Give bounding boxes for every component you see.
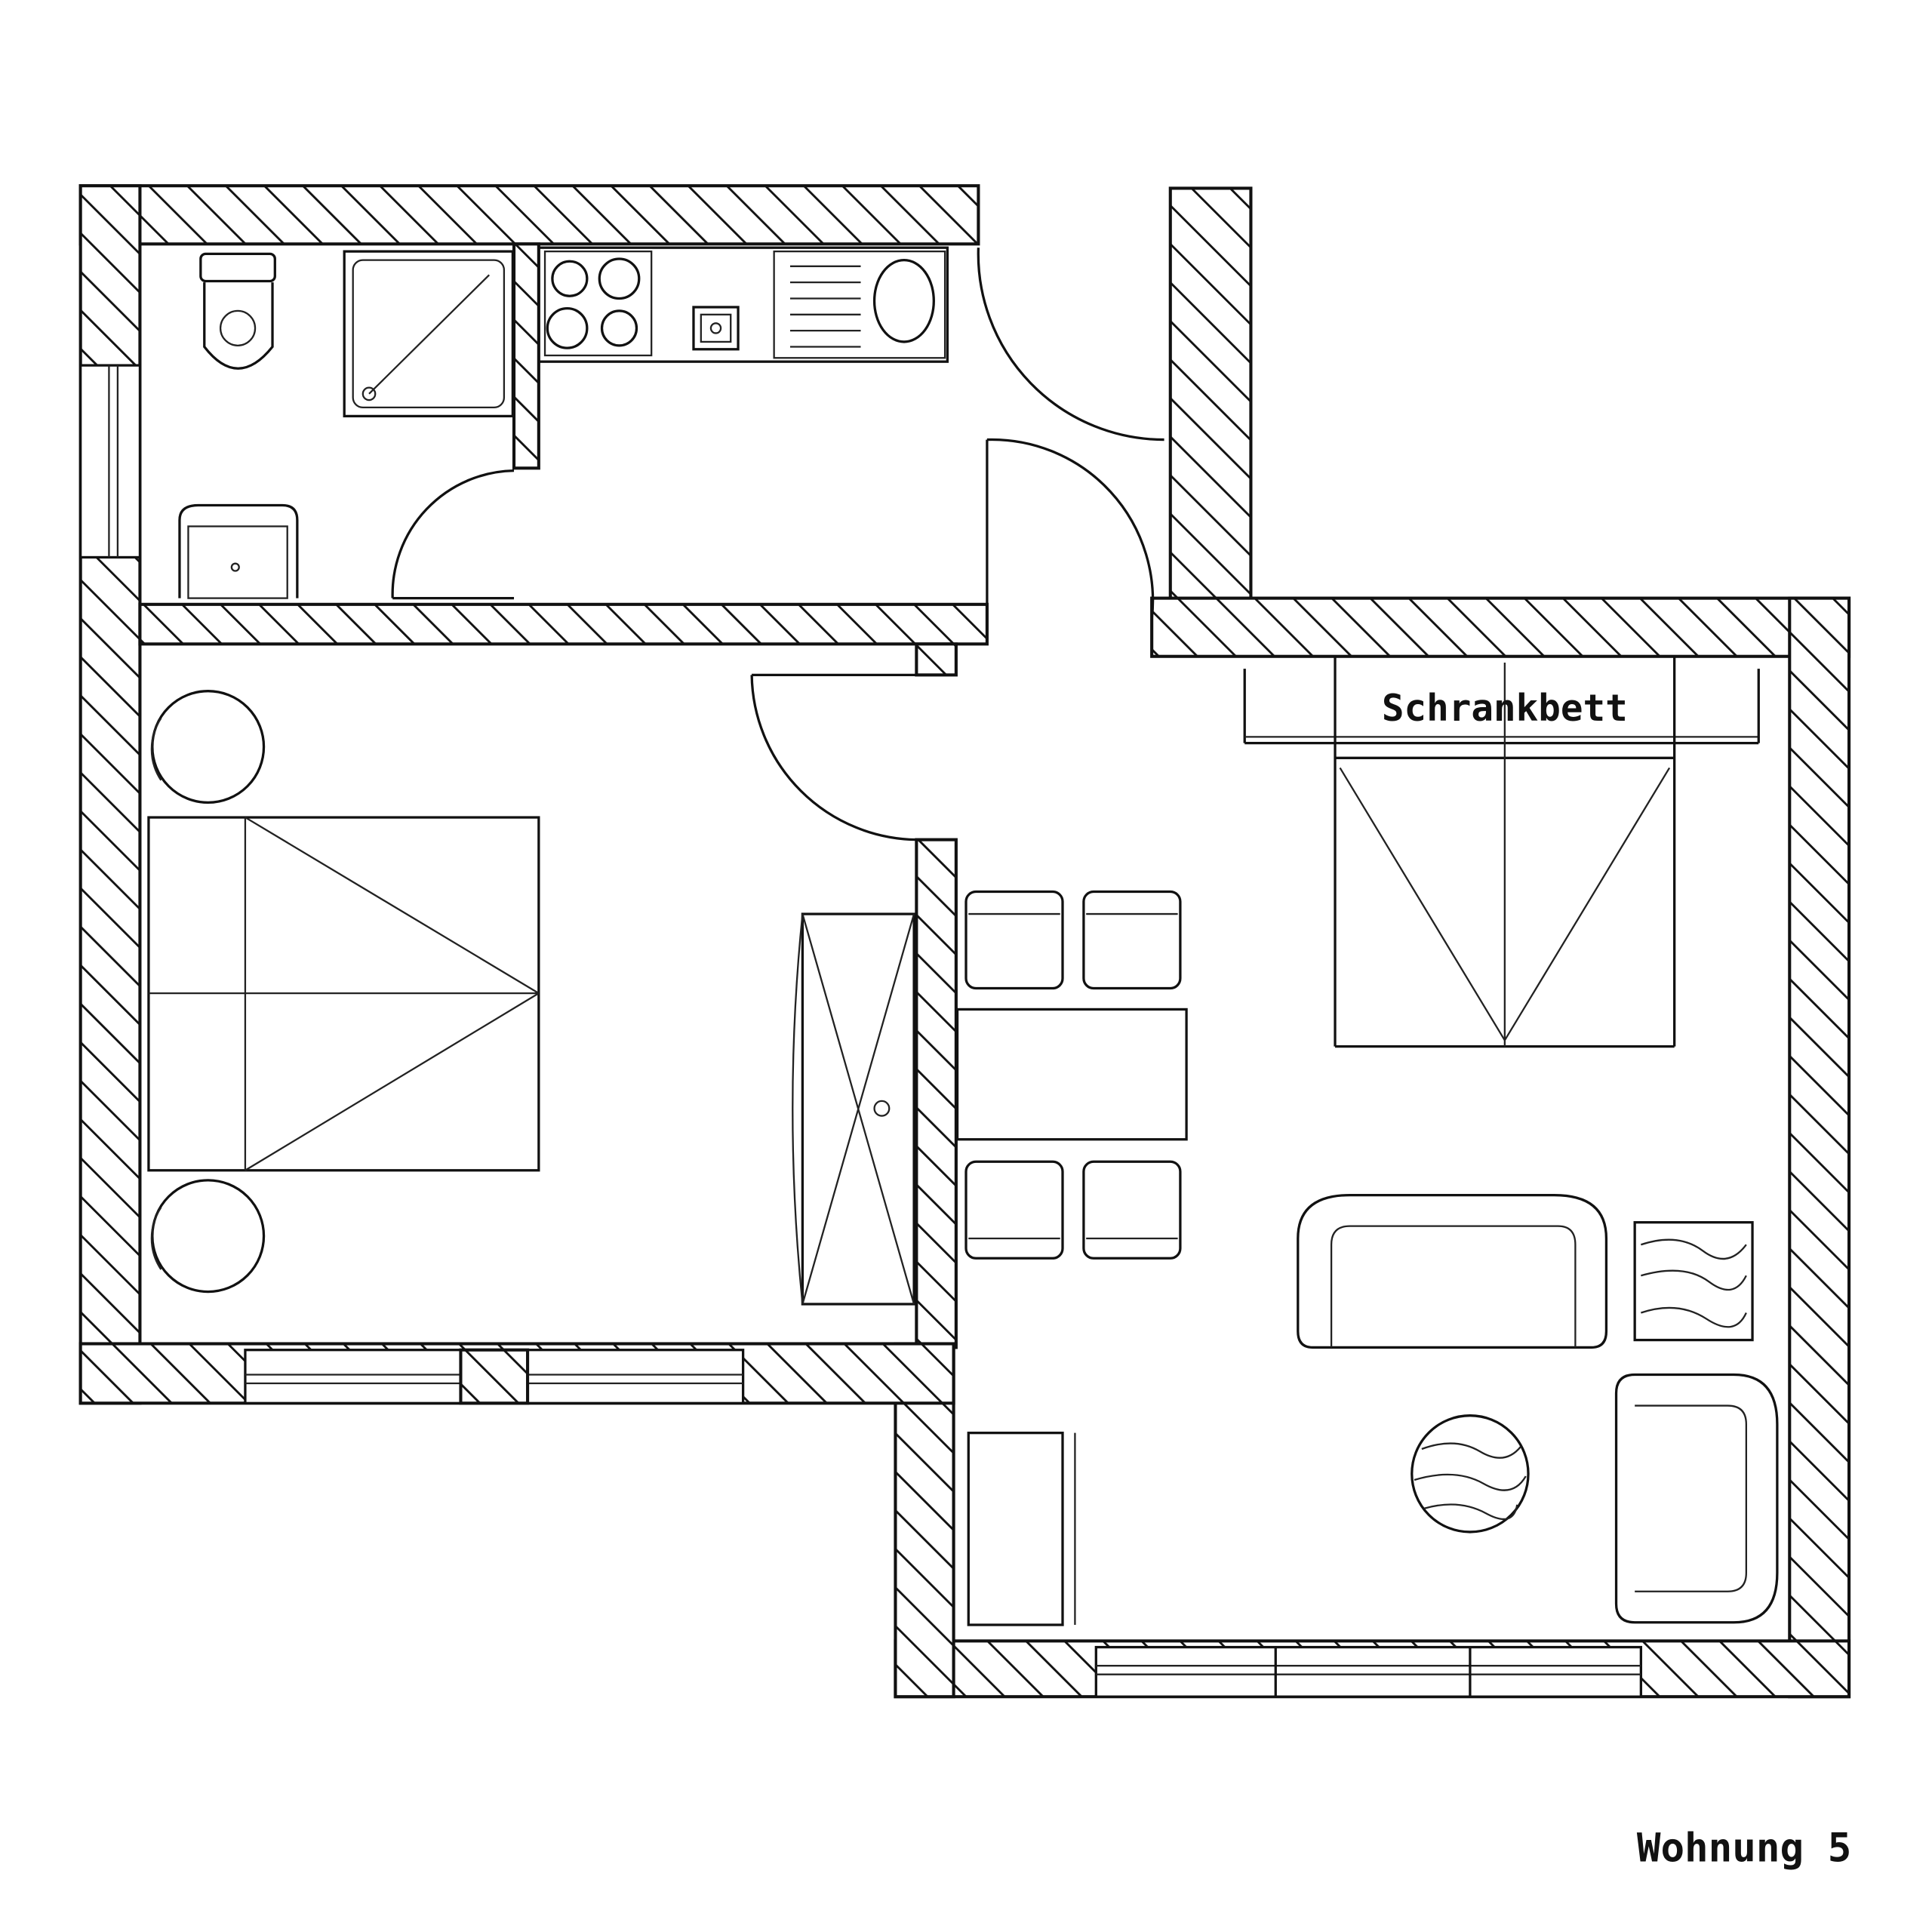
wall-right [1788, 596, 1851, 1699]
kitchen-sink-icon [773, 250, 946, 359]
door-bedroom [750, 673, 917, 841]
toilet-icon [199, 252, 276, 370]
window-living [1094, 1645, 1642, 1698]
wall-top-right [1150, 596, 1851, 658]
sofa-icon [1297, 1193, 1608, 1349]
double-bed-icon [147, 816, 540, 1172]
bedroom-furniture [147, 690, 915, 1306]
wall-entrance-right [1168, 186, 1253, 646]
wall-stub [915, 642, 958, 677]
chair-icon [1082, 1160, 1182, 1260]
chair-icon [1082, 890, 1182, 990]
wall-top-left [78, 184, 980, 246]
door-entrance [977, 248, 1172, 441]
wall-bath-kitchen [512, 242, 540, 470]
bathroom-fixtures [178, 250, 515, 599]
washbasin-icon [178, 503, 299, 599]
armchair-icon [1614, 1373, 1779, 1624]
wall-bedroom-living [915, 838, 958, 1349]
wall-bed-icon: Schrankbett [1243, 656, 1760, 1048]
nightstand-bottom-icon [150, 1179, 266, 1294]
door-living [986, 438, 1155, 645]
shower-icon [343, 250, 515, 418]
walls [78, 184, 1851, 1699]
side-table-icon [1633, 1221, 1754, 1342]
cabinet-icon [967, 1432, 1076, 1626]
windows [79, 364, 1642, 1698]
fridge-icon [692, 306, 740, 351]
nightstand-top-icon [150, 690, 266, 804]
stove-icon [543, 250, 653, 357]
living-furniture: Schrankbett [955, 656, 1779, 1626]
chair-icon [964, 1160, 1064, 1260]
coffee-table-icon [1411, 1414, 1530, 1534]
doors [391, 248, 1172, 841]
window-bedroom [244, 1348, 745, 1405]
window-bath [79, 364, 142, 559]
wall-bed-label: Schrankbett [1382, 686, 1628, 730]
dining-table-icon [955, 1008, 1188, 1141]
wardrobe-icon [792, 912, 915, 1306]
apartment-title: Wohnung 5 [1637, 1825, 1851, 1871]
kitchen-fixtures [537, 246, 949, 363]
kitchen-counter [537, 246, 949, 363]
chair-icon [964, 890, 1064, 990]
wall-bath-bedroom [138, 602, 989, 646]
chair-icons [964, 890, 1182, 1260]
door-bath [391, 469, 515, 600]
